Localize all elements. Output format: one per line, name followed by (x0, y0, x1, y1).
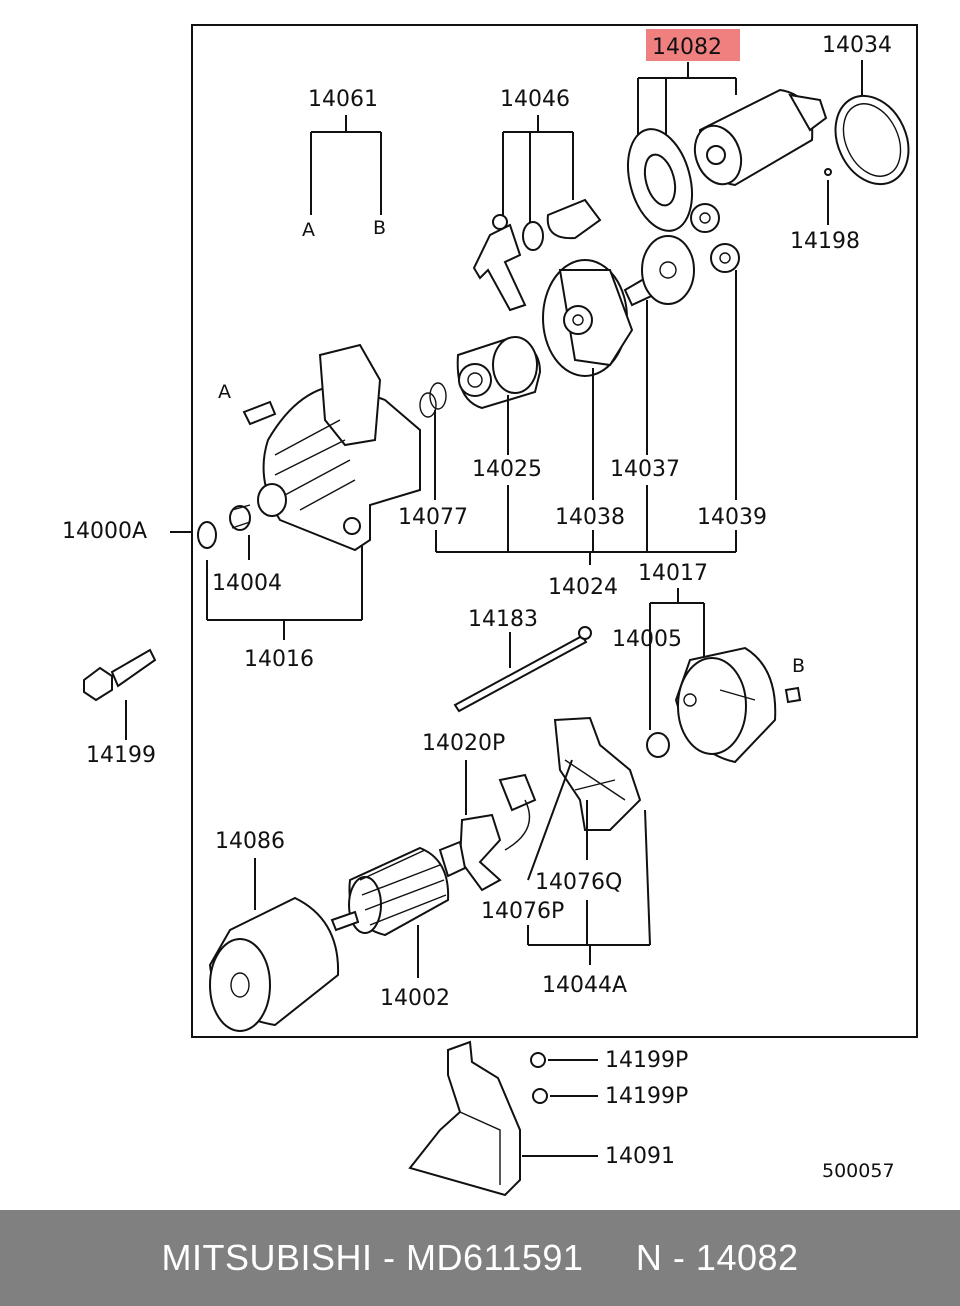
label-14037[interactable]: 14037 (610, 457, 680, 482)
drawing-code: 500057 (822, 1160, 895, 1182)
label-a-bolt[interactable]: A (218, 381, 231, 403)
label-b-screw[interactable]: B (792, 655, 805, 677)
label-14061[interactable]: 14061 (308, 87, 378, 112)
bolt-a[interactable] (242, 400, 277, 426)
footer-bar: MITSUBISHI - MD611591 N - 14082 (0, 1210, 960, 1306)
lever-spring-holder[interactable] (546, 198, 602, 240)
shift-lever[interactable] (472, 214, 527, 312)
magnetic-switch[interactable] (687, 88, 828, 191)
label-14002[interactable]: 14002 (380, 986, 450, 1011)
label-14034[interactable]: 14034 (822, 33, 892, 58)
rear-bracket-14017[interactable] (674, 646, 777, 764)
snap-rings[interactable] (419, 382, 447, 418)
label-14024[interactable]: 14024 (548, 575, 618, 600)
pin[interactable] (824, 168, 832, 176)
label-14016[interactable]: 14016 (244, 647, 314, 672)
screw-b[interactable] (784, 686, 802, 704)
label-14038[interactable]: 14038 (555, 505, 625, 530)
rear-bushing-14005[interactable] (646, 732, 670, 758)
label-14076Q[interactable]: 14076Q (535, 870, 622, 895)
armature-14002[interactable] (330, 840, 467, 937)
dust-cover-14091[interactable] (408, 1040, 521, 1197)
label-14046[interactable]: 14046 (500, 87, 570, 112)
label-14077[interactable]: 14077 (398, 505, 468, 530)
label-14017[interactable]: 14017 (638, 561, 708, 586)
bolt-14199[interactable] (83, 648, 157, 702)
label-a-top[interactable]: A (302, 219, 315, 241)
o-ring[interactable] (197, 521, 217, 549)
lever-washer[interactable] (522, 221, 544, 251)
label-14020P[interactable]: 14020P (422, 731, 505, 756)
front-bracket-14016[interactable] (257, 343, 421, 552)
label-14198[interactable]: 14198 (790, 229, 860, 254)
screw-14199P-2[interactable] (532, 1088, 548, 1104)
label-14005[interactable]: 14005 (612, 627, 682, 652)
label-14004[interactable]: 14004 (212, 571, 282, 596)
solenoid-gasket[interactable] (618, 122, 703, 238)
gear-housing-14038[interactable] (542, 259, 634, 377)
label-14199P-2[interactable]: 14199P (605, 1084, 688, 1109)
label-14044A[interactable]: 14044A (542, 973, 627, 998)
label-14086[interactable]: 14086 (215, 829, 285, 854)
label-14000A[interactable]: 14000A (62, 519, 147, 544)
highlight-box (646, 29, 740, 61)
label-14025[interactable]: 14025 (472, 457, 542, 482)
planetary-shaft-14037[interactable] (623, 235, 695, 307)
parts-diagram: 14082 14034 14198 14061 A B 14046 (62, 24, 923, 1197)
label-14199P-1[interactable]: 14199P (605, 1048, 688, 1073)
brush-holder-14020P[interactable] (458, 773, 537, 892)
through-bolt-14183[interactable] (453, 626, 592, 713)
yoke-14086[interactable] (208, 896, 340, 1032)
label-14082[interactable]: 14082 (652, 35, 722, 60)
footer-text: MITSUBISHI - MD611591 N - 14082 (161, 1237, 799, 1278)
overrunning-clutch-14025[interactable] (456, 336, 542, 410)
label-14199[interactable]: 14199 (86, 743, 156, 768)
brush-assembly[interactable] (553, 716, 642, 831)
label-14183[interactable]: 14183 (468, 607, 538, 632)
bushing-14004[interactable] (229, 504, 251, 531)
label-14091[interactable]: 14091 (605, 1144, 675, 1169)
label-b-top[interactable]: B (373, 217, 386, 239)
seal-ring[interactable] (822, 84, 923, 196)
screw-14199P-1[interactable] (530, 1052, 546, 1068)
label-14076P[interactable]: 14076P (481, 899, 564, 924)
planet-gears-14039[interactable] (690, 203, 740, 273)
label-14039[interactable]: 14039 (697, 505, 767, 530)
